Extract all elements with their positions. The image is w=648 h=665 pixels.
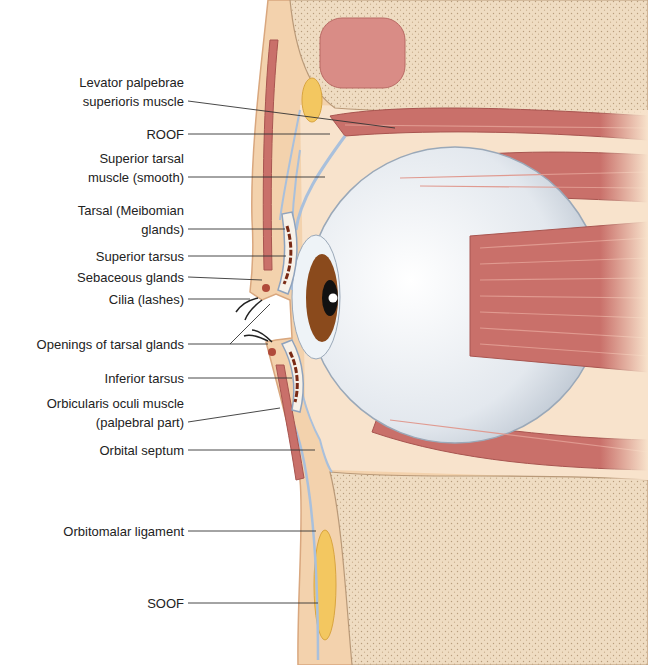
part-label: Tarsal (Meibomian glands) xyxy=(64,201,184,239)
part-label: Inferior tarsus xyxy=(24,369,184,388)
part-label: Cilia (lashes) xyxy=(24,290,184,309)
part-label: Openings of tarsal glands xyxy=(9,335,184,354)
part-label: Sebaceous glands xyxy=(24,268,184,287)
part-label: Orbital septum xyxy=(24,441,184,460)
part-label: SOOF xyxy=(24,594,184,613)
part-label: ROOF xyxy=(24,125,184,144)
part-label: Orbitomalar ligament xyxy=(9,522,184,541)
part-label: Superior tarsal muscle (smooth) xyxy=(74,149,184,187)
part-label: Orbicularis oculi muscle (palpebral part… xyxy=(28,394,184,432)
part-label: Levator palpebrae superioris muscle xyxy=(54,73,184,111)
part-label: Superior tarsus xyxy=(24,247,184,266)
